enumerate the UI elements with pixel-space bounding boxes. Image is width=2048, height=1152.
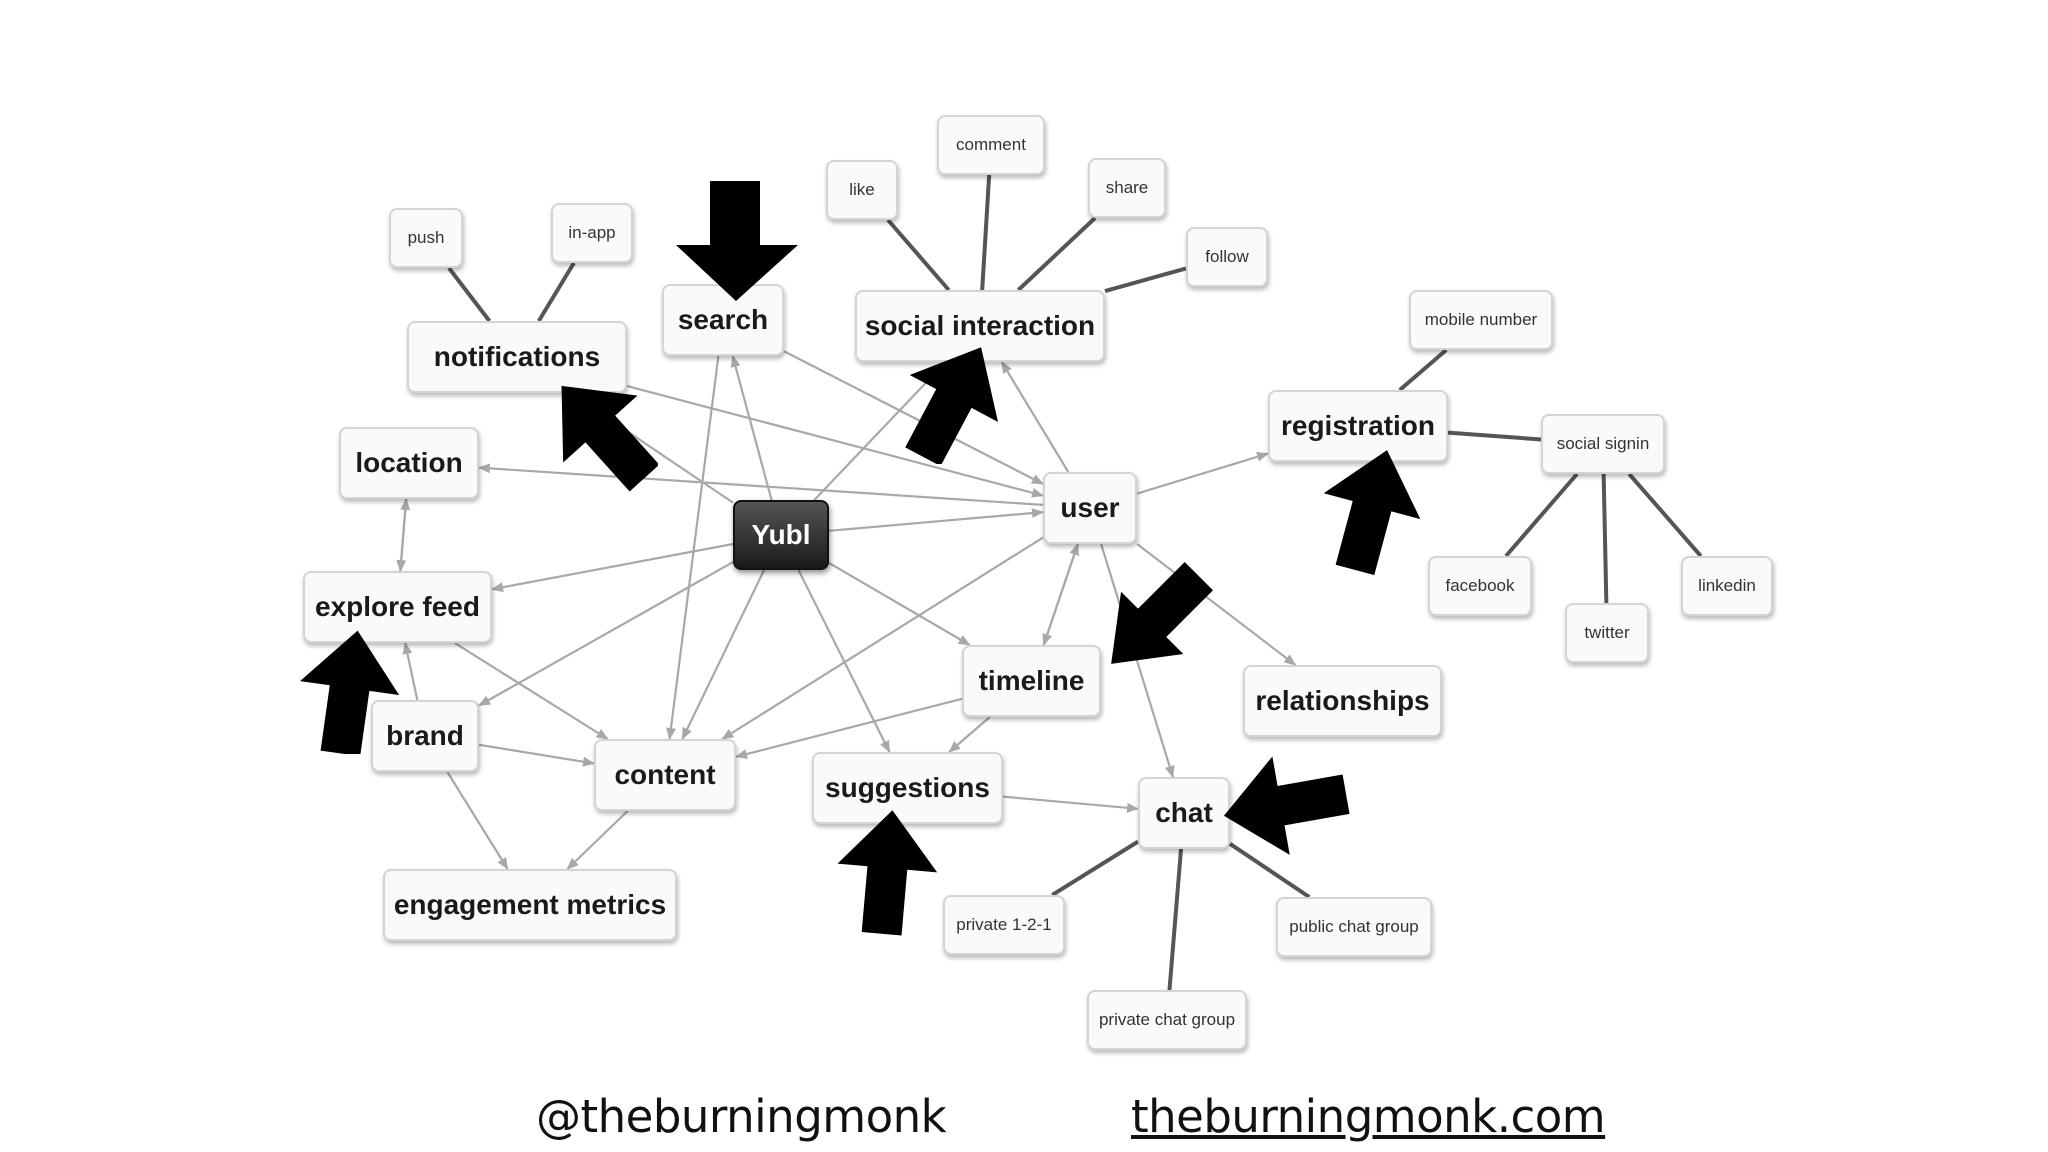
node-social-signin: social signin bbox=[1541, 414, 1665, 474]
edge-yubl-to-social-interaction bbox=[813, 361, 947, 501]
node-location: location bbox=[339, 427, 479, 499]
up-arrow-icon bbox=[561, 385, 658, 492]
node-chat: chat bbox=[1138, 777, 1230, 849]
edge-user-to-location bbox=[478, 463, 1044, 506]
edge-content-to-engagement-metrics bbox=[566, 810, 629, 870]
node-relationships: relationships bbox=[1243, 665, 1442, 737]
node-facebook: facebook bbox=[1428, 556, 1532, 616]
node-registration: registration bbox=[1268, 390, 1448, 462]
edge-user-to-relationships bbox=[1136, 543, 1297, 666]
node-private-1-2-1: private 1-2-1 bbox=[943, 895, 1065, 955]
edge-explore-feed-to-content bbox=[454, 642, 609, 740]
edge-suggestions-to-chat bbox=[1002, 795, 1139, 813]
node-suggestions: suggestions bbox=[812, 752, 1003, 824]
down-arrow-icon bbox=[1223, 756, 1350, 855]
up-arrow-icon bbox=[1323, 450, 1421, 575]
edge-notifications-to-user bbox=[626, 384, 1044, 498]
attribute-edge-social-signin-linkedin bbox=[1627, 472, 1703, 558]
edge-timeline-to-user bbox=[1042, 543, 1080, 646]
node-explore-feed: explore feed bbox=[303, 571, 492, 643]
up-arrow-icon bbox=[905, 347, 999, 464]
node-notifications: notifications bbox=[407, 321, 627, 393]
down-arrow-icon bbox=[1111, 562, 1213, 664]
edge-yubl-to-content bbox=[681, 569, 766, 740]
node-search: search bbox=[662, 284, 784, 356]
node-public-chat-group: public chat group bbox=[1276, 897, 1432, 957]
node-push: push bbox=[389, 208, 463, 268]
attribute-edge-chat-public-chat-group bbox=[1228, 842, 1311, 899]
edge-yubl-to-search bbox=[730, 355, 773, 501]
edge-brand-to-engagement-metrics bbox=[446, 771, 509, 870]
node-comment: comment bbox=[937, 115, 1045, 175]
edge-brand-to-explore-feed bbox=[402, 642, 419, 701]
footer-handle: @theburningmonk bbox=[536, 1090, 947, 1143]
edge-yubl-to-suggestions bbox=[797, 569, 891, 753]
edge-user-to-social-interaction bbox=[1000, 361, 1070, 473]
node-twitter: twitter bbox=[1565, 603, 1649, 663]
node-share: share bbox=[1088, 158, 1166, 218]
up-arrow-icon bbox=[300, 630, 400, 754]
attribute-edge-social-interaction-like bbox=[886, 218, 951, 292]
node-user: user bbox=[1043, 472, 1137, 544]
node-linkedin: linkedin bbox=[1681, 556, 1773, 616]
node-like: like bbox=[826, 160, 898, 220]
attribute-edge-notifications-push bbox=[447, 266, 492, 323]
edge-user-to-registration bbox=[1136, 451, 1269, 495]
edge-search-to-user bbox=[783, 350, 1044, 485]
edge-timeline-to-suggestions bbox=[948, 716, 991, 753]
edge-user-to-chat bbox=[1100, 543, 1175, 778]
footer-website-link[interactable]: theburningmonk.com bbox=[1131, 1090, 1606, 1143]
attribute-edge-social-interaction-follow bbox=[1104, 266, 1187, 294]
edge-yubl-to-user bbox=[828, 508, 1044, 532]
attribute-edge-notifications-in-app bbox=[537, 261, 576, 323]
node-in-app: in-app bbox=[551, 203, 633, 263]
edge-user-to-content bbox=[721, 536, 1044, 740]
edge-yubl-to-brand bbox=[478, 561, 734, 707]
edge-search-to-content bbox=[666, 355, 720, 740]
node-brand: brand bbox=[371, 700, 479, 772]
edge-location-to-explore-feed bbox=[396, 498, 408, 572]
edge-timeline-to-content bbox=[735, 697, 963, 759]
attribute-edge-social-signin-facebook bbox=[1504, 472, 1579, 558]
edge-yubl-to-timeline bbox=[828, 562, 971, 646]
attribute-edge-chat-private-1-2-1 bbox=[1051, 839, 1140, 897]
node-follow: follow bbox=[1186, 227, 1268, 287]
node-private-chat-group: private chat group bbox=[1087, 990, 1247, 1050]
node-social-interaction: social interaction bbox=[855, 290, 1105, 362]
attribute-edge-registration-social-signin bbox=[1447, 430, 1542, 442]
down-arrow-icon bbox=[676, 181, 798, 301]
node-timeline: timeline bbox=[962, 645, 1101, 717]
node-mobile-number: mobile number bbox=[1409, 290, 1553, 350]
node-yubl: Yubl bbox=[733, 500, 829, 570]
attribute-edge-social-interaction-comment bbox=[980, 174, 992, 291]
attribute-edge-chat-private-chat-group bbox=[1167, 848, 1184, 991]
node-content: content bbox=[594, 739, 736, 811]
attribute-edge-social-interaction-share bbox=[1016, 216, 1097, 292]
attribute-edge-registration-mobile-number bbox=[1398, 348, 1448, 392]
node-engagement-metrics: engagement metrics bbox=[383, 869, 677, 941]
edge-brand-to-content bbox=[478, 743, 595, 767]
up-arrow-icon bbox=[837, 810, 938, 936]
attribute-edge-social-signin-twitter bbox=[1601, 473, 1609, 604]
